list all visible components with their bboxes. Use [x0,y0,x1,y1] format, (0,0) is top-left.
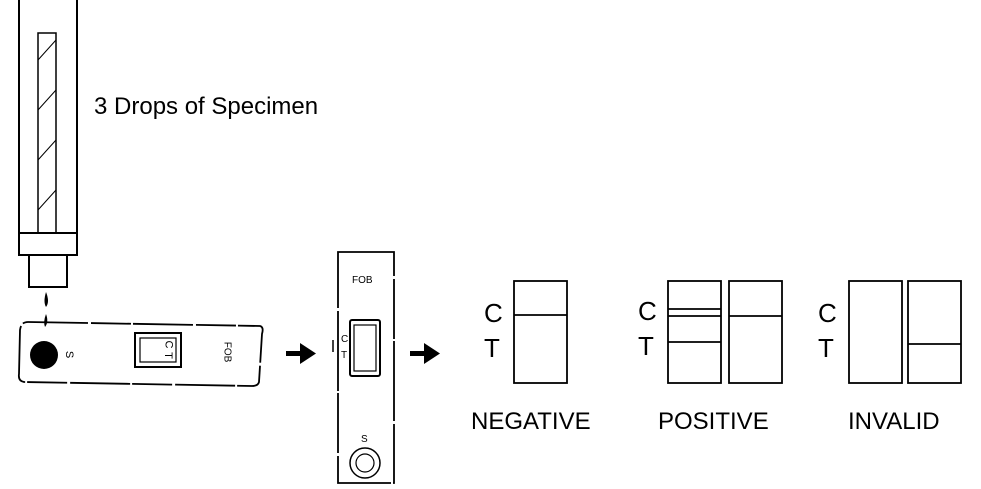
negative-t-label: T [484,333,500,363]
brand-label-vertical: FOB [352,275,373,286]
invalid-t-label: T [818,333,834,363]
positive-result-label: POSITIVE [658,408,769,435]
specimen-drops [44,292,48,327]
result-window-vertical [349,319,381,377]
specimen-tube [18,0,78,288]
cassette-horizontal [17,321,264,387]
sample-well-vertical [349,447,381,479]
invalid-result-label: INVALID [848,408,940,435]
cassette-vertical [332,251,395,484]
brand-label: FOB [221,341,233,363]
instruction-label: 3 Drops of Specimen [94,93,319,120]
sample-label-vertical: S [361,434,368,445]
invalid-strip-1 [848,280,903,384]
sample-well [30,341,58,369]
result-window [134,332,182,368]
negative-strip [513,280,568,384]
negative-result-label: NEGATIVE [471,408,591,435]
arrow-right-icon [410,343,440,364]
arrow-right-icon [286,343,316,364]
t-label: T [161,352,174,359]
c-label: C [162,340,175,349]
positive-strip-1 [667,280,722,384]
positive-c-label: C [638,296,657,326]
invalid-c-label: C [818,298,837,328]
negative-c-label: C [484,298,503,328]
sample-label: S [63,350,76,359]
t-label-vertical: T [341,350,348,361]
c-label-vertical: C [341,334,349,345]
positive-t-label: T [638,331,654,361]
invalid-strip-2 [907,280,962,384]
positive-strip-2 [728,280,783,384]
